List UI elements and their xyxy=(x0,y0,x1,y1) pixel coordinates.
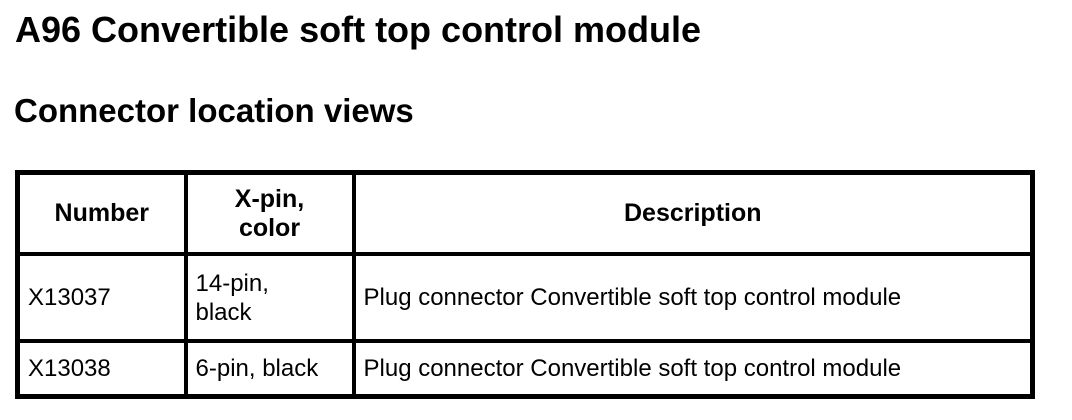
connector-location-table: Number X-pin, color Description X13037 1… xyxy=(15,170,1035,399)
table-header-row: Number X-pin, color Description xyxy=(15,170,1035,256)
section-subtitle: Connector location views xyxy=(14,92,414,129)
column-header-description: Description xyxy=(351,170,1035,256)
cell-description: Plug connector Convertible soft top cont… xyxy=(351,252,1035,343)
cell-connector-number: X13038 xyxy=(15,339,188,399)
column-header-pin-color: X-pin, color xyxy=(183,170,356,256)
cell-description: Plug connector Convertible soft top cont… xyxy=(351,339,1035,399)
cell-pin-color: 6-pin, black xyxy=(183,339,356,399)
cell-pin-color: 14-pin, black xyxy=(183,252,356,343)
table-row: X13037 14-pin, black Plug connector Conv… xyxy=(15,252,1035,343)
cell-connector-number: X13037 xyxy=(15,252,188,343)
column-header-number: Number xyxy=(15,170,188,256)
page-title: A96 Convertible soft top control module xyxy=(15,9,702,50)
table-row: X13038 6-pin, black Plug connector Conve… xyxy=(15,339,1035,399)
